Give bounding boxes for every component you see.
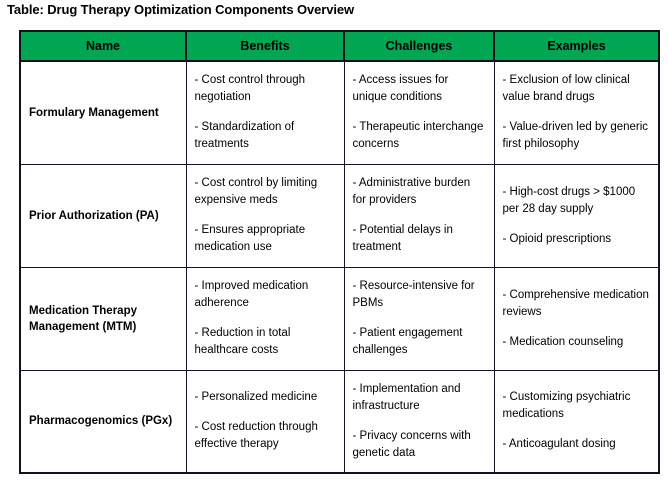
bullet-item: - Cost control by limiting expensive med… [194, 177, 318, 206]
bullet-spacer [503, 423, 651, 436]
bullet-spacer [503, 321, 651, 334]
bullet-list: - Improved medication adherence - Reduct… [195, 278, 336, 359]
bullet-spacer [195, 106, 336, 119]
bullet-spacer [353, 209, 486, 222]
bullet-item: - High-cost drugs > $1000 per 28 day sup… [502, 185, 636, 215]
cell-examples: - High-cost drugs > $1000 per 28 day sup… [493, 163, 659, 267]
bullet-item: - Personalized medicine [194, 391, 318, 404]
table-body: Formulary Management - Cost control thro… [20, 61, 659, 473]
bullet-list: - Resource-intensive for PBMs - Patient … [353, 278, 486, 359]
bullet-list: - Personalized medicine - Cost reduction… [195, 389, 336, 453]
bullet-spacer [503, 218, 651, 231]
bullet-item: - Patient engagement challenges [352, 327, 463, 356]
bullet-spacer [353, 312, 486, 325]
cell-challenges: - Resource-intensive for PBMs - Patient … [343, 266, 495, 370]
cell-examples: - Customizing psychiatric medications - … [493, 369, 659, 473]
bullet-spacer [195, 312, 336, 325]
bullet-item: - Cost control through negotiation [194, 74, 306, 104]
bullet-list: - Implementation and infrastructure - Pr… [353, 381, 486, 462]
bullet-spacer [195, 209, 336, 222]
table-header: Name Benefits Challenges Examples [20, 31, 659, 62]
bullet-item: - Ensures appropriate medication use [194, 224, 306, 253]
bullet-item: - Medication counseling [502, 335, 624, 348]
bullet-item: - Comprehensive medication reviews [502, 288, 649, 318]
bullet-spacer [195, 406, 336, 419]
column-header-name: Name [20, 31, 187, 62]
cell-challenges: - Access issues for unique conditions - … [343, 61, 495, 164]
bullet-item: - Standardization of treatments [194, 121, 295, 151]
cell-examples: - Comprehensive medication reviews - Med… [493, 266, 659, 370]
bullet-item: - Administrative burden for providers [352, 177, 471, 206]
bullet-item: - Access issues for unique conditions [352, 74, 449, 104]
bullet-item: - Value-driven led by generic first phil… [502, 121, 649, 151]
table-row: Prior Authorization (PA) - Cost control … [20, 163, 659, 267]
bullet-list: - Cost control by limiting expensive med… [195, 175, 336, 256]
table-row: Medication Therapy Management (MTM) - Im… [20, 266, 659, 370]
column-header-challenges: Challenges [343, 31, 495, 62]
cell-benefits: - Cost control by limiting expensive med… [185, 163, 345, 267]
bullet-item: - Potential delays in treatment [352, 224, 453, 253]
bullet-item: - Therapeutic interchange concerns [352, 121, 484, 151]
bullet-item: - Resource-intensive for PBMs [352, 280, 475, 309]
cell-name: Medication Therapy Management (MTM) [20, 266, 187, 370]
cell-name: Prior Authorization (PA) [20, 163, 187, 267]
cell-name: Formulary Management [20, 61, 187, 164]
bullet-item: - Customizing psychiatric medications [502, 391, 631, 421]
cell-challenges: - Administrative burden for providers - … [343, 163, 495, 267]
bullet-list: - Customizing psychiatric medications - … [503, 389, 651, 453]
cell-benefits: - Personalized medicine - Cost reduction… [185, 369, 345, 473]
bullet-list: - Comprehensive medication reviews - Med… [503, 287, 651, 351]
drug-therapy-optimization-table: Name Benefits Challenges Examples Formul… [19, 30, 660, 474]
bullet-spacer [353, 106, 486, 119]
column-header-benefits: Benefits [185, 31, 345, 62]
bullet-item: - Cost reduction through effective thera… [194, 421, 318, 451]
bullet-list: - Access issues for unique conditions - … [353, 72, 486, 153]
bullet-item: - Anticoagulant dosing [502, 438, 616, 451]
column-header-examples: Examples [493, 31, 659, 62]
bullet-list: - Administrative burden for providers - … [353, 175, 486, 256]
table-caption: Table: Drug Therapy Optimization Compone… [7, 2, 355, 17]
cell-challenges: - Implementation and infrastructure - Pr… [343, 369, 495, 473]
bullet-spacer [503, 106, 651, 119]
bullet-item: - Exclusion of low clinical value brand … [502, 74, 630, 104]
bullet-item: - Reduction in total healthcare costs [194, 327, 291, 356]
bullet-item: - Opioid prescriptions [502, 232, 612, 245]
cell-benefits: - Cost control through negotiation - Sta… [185, 61, 345, 164]
bullet-list: - Exclusion of low clinical value brand … [503, 72, 651, 153]
table-row: Pharmacogenomics (PGx) - Personalized me… [20, 369, 659, 473]
cell-examples: - Exclusion of low clinical value brand … [493, 61, 659, 164]
bullet-list: - Cost control through negotiation - Sta… [195, 72, 336, 153]
bullet-item: - Privacy concerns with genetic data [352, 429, 471, 459]
table-row: Formulary Management - Cost control thro… [20, 61, 659, 164]
bullet-item: - Improved medication adherence [194, 280, 309, 309]
cell-benefits: - Improved medication adherence - Reduct… [185, 266, 345, 370]
bullet-item: - Implementation and infrastructure [352, 382, 461, 412]
cell-name: Pharmacogenomics (PGx) [20, 369, 187, 473]
bullet-list: - High-cost drugs > $1000 per 28 day sup… [503, 184, 651, 248]
table-container: Name Benefits Challenges Examples Formul… [19, 30, 660, 474]
bullet-spacer [353, 415, 486, 428]
header-row: Name Benefits Challenges Examples [20, 31, 659, 62]
